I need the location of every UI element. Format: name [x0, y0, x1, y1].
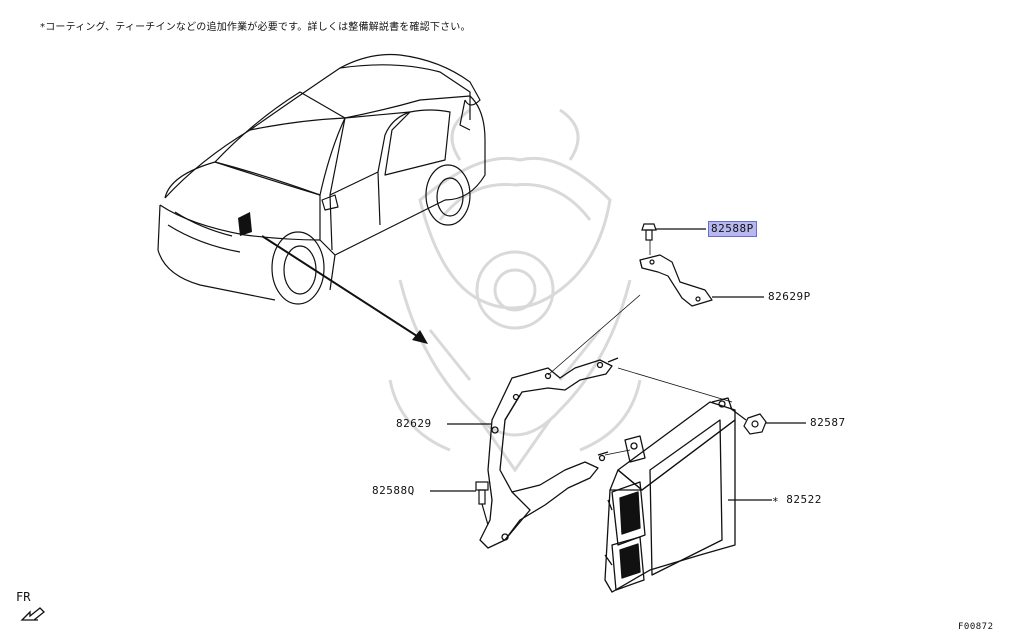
nut-82587 — [729, 407, 806, 435]
direction-label: FR — [16, 590, 31, 604]
watermark-emblem — [388, 108, 642, 473]
callout-82522[interactable]: ∗ 82522 — [772, 493, 822, 506]
bracket-82629 — [447, 357, 619, 549]
ecu-location-marker — [238, 212, 252, 236]
callout-82588q[interactable]: 82588Q — [372, 484, 415, 497]
bolt-82588p — [641, 223, 706, 241]
alignment-lines — [547, 240, 733, 456]
service-note: *コーティング、ティーチインなどの追加作業が必要です。詳しくは整備解説書を確認下… — [40, 22, 471, 33]
callout-82629[interactable]: 82629 — [396, 417, 432, 430]
vehicle-outline — [157, 53, 486, 305]
ecu-module-82522 — [604, 397, 772, 593]
location-arrow — [261, 235, 428, 344]
callout-82587[interactable]: 82587 — [810, 416, 846, 429]
figure-code: F00872 — [958, 622, 994, 632]
bracket-82629p — [639, 254, 764, 307]
front-direction-arrow — [20, 607, 45, 621]
bolt-82588q — [430, 481, 489, 526]
callout-82588p[interactable]: 82588P — [708, 221, 757, 237]
callout-82629p[interactable]: 82629P — [768, 290, 811, 303]
